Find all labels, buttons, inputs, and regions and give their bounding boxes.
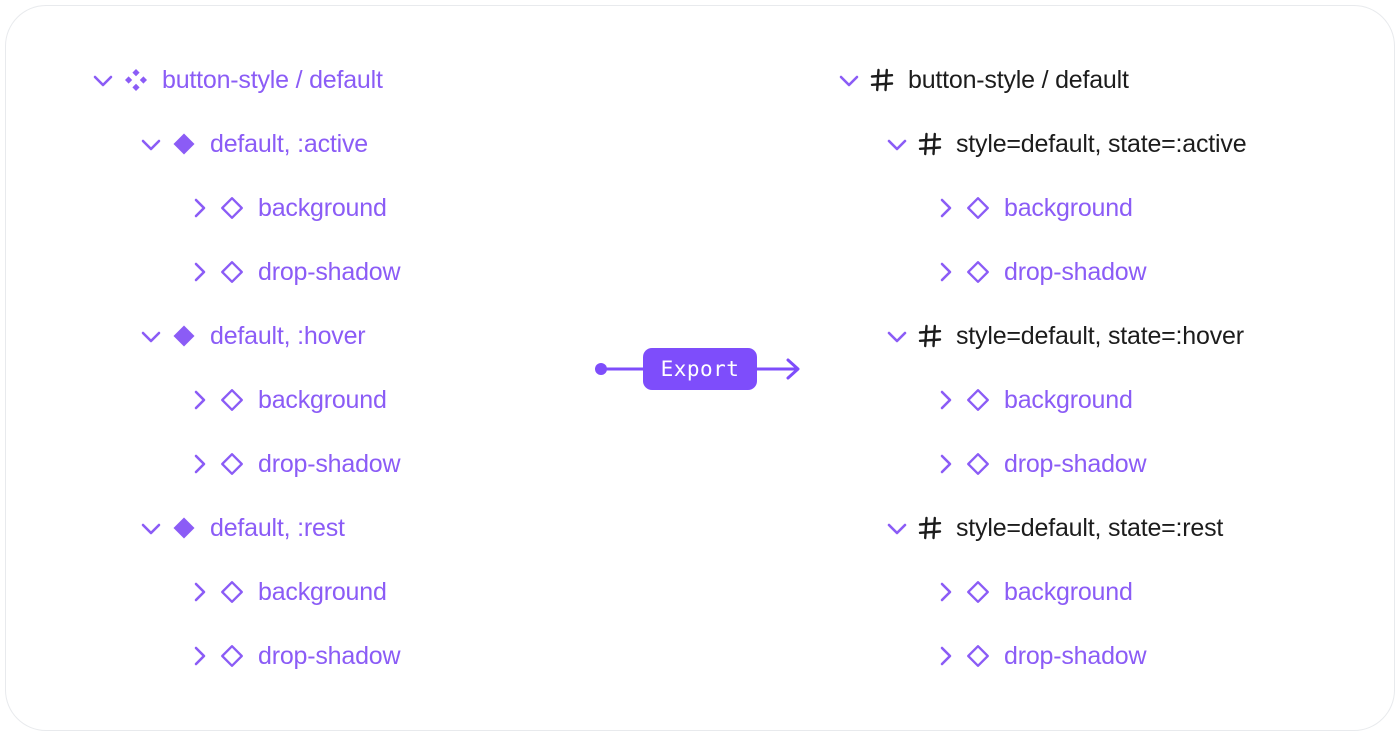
tree-row-label: button-style / default — [908, 66, 1129, 94]
connector-line — [595, 358, 800, 380]
source-layer-tree: button-style / default default, :active ba… — [0, 0, 600, 736]
tree-row-label: drop-shadow — [258, 642, 401, 670]
tree-row[interactable]: background — [820, 575, 1133, 609]
instance-icon — [960, 449, 996, 479]
tree-row-label: drop-shadow — [1004, 642, 1147, 670]
chevron-down-icon[interactable] — [834, 65, 864, 95]
exported-layer-tree: button-style / default style=default, sta… — [820, 0, 1400, 736]
frame-icon — [912, 129, 948, 159]
chevron-right-icon[interactable] — [930, 577, 960, 607]
tree-row-label: style=default, state=:active — [956, 130, 1247, 158]
component-set-icon — [118, 65, 154, 95]
tree-row[interactable]: drop-shadow — [0, 447, 401, 481]
frame-icon — [912, 513, 948, 543]
tree-row-label: style=default, state=:rest — [956, 514, 1224, 542]
chevron-down-icon[interactable] — [882, 129, 912, 159]
chevron-right-icon[interactable] — [184, 577, 214, 607]
tree-row-label: background — [1004, 386, 1133, 414]
instance-icon — [960, 193, 996, 223]
tree-row-label: background — [1004, 578, 1133, 606]
tree-row[interactable]: background — [0, 191, 387, 225]
instance-icon — [960, 577, 996, 607]
instance-icon — [214, 385, 250, 415]
instance-icon — [960, 641, 996, 671]
tree-row-label: button-style / default — [162, 66, 383, 94]
tree-row[interactable]: style=default, state=:rest — [820, 511, 1223, 545]
instance-icon — [960, 385, 996, 415]
tree-row[interactable]: drop-shadow — [820, 255, 1147, 289]
instance-icon — [214, 641, 250, 671]
tree-row-label: drop-shadow — [258, 450, 401, 478]
chevron-down-icon[interactable] — [136, 129, 166, 159]
tree-row[interactable]: style=default, state=:hover — [820, 319, 1244, 353]
tree-row[interactable]: default, :rest — [0, 511, 345, 545]
tree-row-label: background — [258, 578, 387, 606]
chevron-right-icon[interactable] — [184, 449, 214, 479]
arrow-head-icon — [786, 358, 800, 380]
chevron-right-icon[interactable] — [930, 257, 960, 287]
frame-icon — [864, 65, 900, 95]
chevron-right-icon[interactable] — [184, 385, 214, 415]
tree-row-label: default, :hover — [210, 322, 366, 350]
export-button-label: Export — [660, 357, 740, 381]
tree-row[interactable]: button-style / default — [820, 63, 1129, 97]
chevron-down-icon[interactable] — [88, 65, 118, 95]
chevron-right-icon[interactable] — [184, 257, 214, 287]
tree-row[interactable]: default, :active — [0, 127, 368, 161]
export-button[interactable]: Export — [643, 348, 757, 390]
component-icon — [166, 321, 202, 351]
component-icon — [166, 129, 202, 159]
frame-icon — [912, 321, 948, 351]
chevron-right-icon[interactable] — [930, 193, 960, 223]
tree-row-label: default, :rest — [210, 514, 345, 542]
tree-row[interactable]: drop-shadow — [0, 639, 401, 673]
tree-row-label: default, :active — [210, 130, 369, 158]
tree-row-label: background — [258, 386, 387, 414]
tree-row[interactable]: drop-shadow — [820, 447, 1147, 481]
chevron-down-icon[interactable] — [882, 321, 912, 351]
chevron-right-icon[interactable] — [184, 641, 214, 671]
instance-icon — [214, 449, 250, 479]
tree-row[interactable]: drop-shadow — [820, 639, 1147, 673]
tree-row[interactable]: default, :hover — [0, 319, 366, 353]
export-connector: Export — [590, 340, 810, 398]
tree-row-label: background — [1004, 194, 1133, 222]
component-icon — [166, 513, 202, 543]
tree-row-label: drop-shadow — [1004, 258, 1147, 286]
instance-icon — [214, 577, 250, 607]
instance-icon — [214, 257, 250, 287]
tree-row[interactable]: background — [0, 383, 387, 417]
tree-row[interactable]: background — [820, 191, 1133, 225]
chevron-right-icon[interactable] — [930, 641, 960, 671]
tree-row-label: drop-shadow — [258, 258, 401, 286]
tree-row-label: drop-shadow — [1004, 450, 1147, 478]
chevron-down-icon[interactable] — [136, 513, 166, 543]
tree-row[interactable]: drop-shadow — [0, 255, 401, 289]
chevron-down-icon[interactable] — [882, 513, 912, 543]
tree-row[interactable]: background — [0, 575, 387, 609]
chevron-right-icon[interactable] — [930, 449, 960, 479]
tree-row-label: background — [258, 194, 387, 222]
chevron-right-icon[interactable] — [930, 385, 960, 415]
instance-icon — [214, 193, 250, 223]
chevron-down-icon[interactable] — [136, 321, 166, 351]
tree-row[interactable]: button-style / default — [0, 63, 383, 97]
chevron-right-icon[interactable] — [184, 193, 214, 223]
tree-row[interactable]: background — [820, 383, 1133, 417]
tree-row-label: style=default, state=:hover — [956, 322, 1244, 350]
tree-row[interactable]: style=default, state=:active — [820, 127, 1247, 161]
instance-icon — [960, 257, 996, 287]
